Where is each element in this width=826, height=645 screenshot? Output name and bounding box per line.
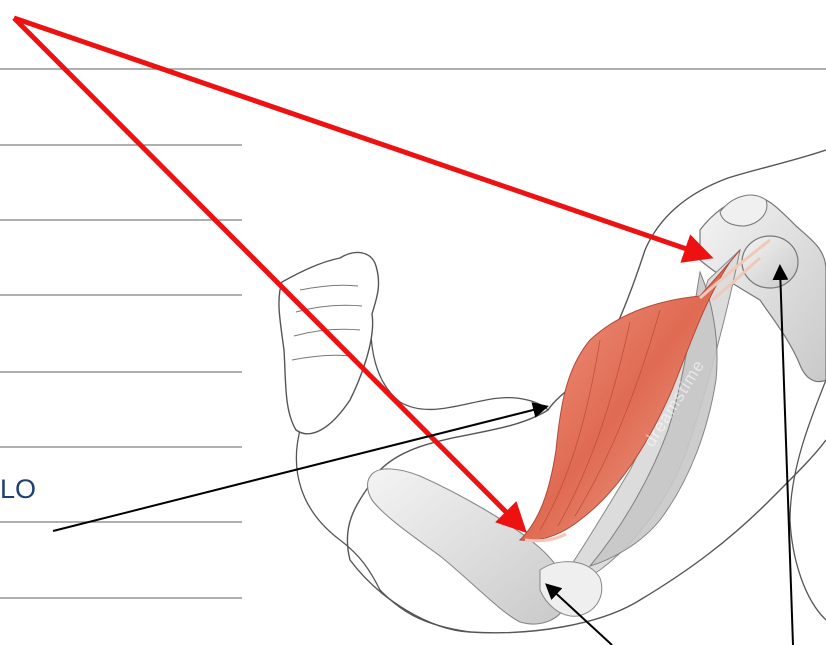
torso-outline xyxy=(790,380,826,620)
fist xyxy=(279,252,379,433)
forearm-bones xyxy=(368,469,567,624)
forearm-outline xyxy=(371,300,548,410)
arm-illustration xyxy=(279,150,826,633)
red-arrow-to-elbow xyxy=(14,18,522,528)
humeral-head xyxy=(742,236,798,288)
partial-label: LO xyxy=(0,474,36,505)
